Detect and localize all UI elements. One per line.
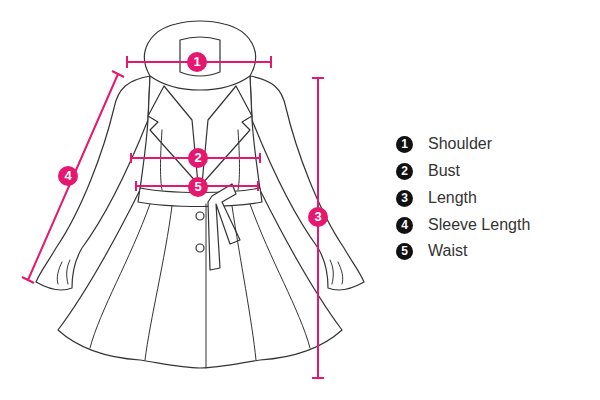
legend-text: Sleeve Length [428,216,530,234]
length-measure [312,78,324,378]
callout-number: 4 [58,166,78,186]
coat-body [58,76,342,368]
sleeve-measure [22,71,124,283]
legend-number: 5 [396,243,413,260]
legend-number: 1 [396,136,413,153]
legend-number: 4 [396,217,413,234]
legend-text: Length [428,189,477,207]
pleat-lines [57,130,343,368]
collar [144,21,255,90]
right-lapel [202,86,252,184]
callout-number: 1 [187,52,207,72]
legend-number: 3 [396,190,413,207]
left-lapel [148,86,198,184]
neck [180,37,220,76]
measure-lines [22,56,324,378]
callout-number: 3 [308,207,328,227]
button [196,244,204,252]
button [196,212,204,220]
callout-number: 2 [188,148,208,168]
callout-number: 5 [188,177,208,197]
legend-text: Shoulder [428,135,492,153]
legend-text: Waist [428,242,467,260]
legend-text: Bust [428,162,460,180]
legend-number: 2 [396,163,413,180]
